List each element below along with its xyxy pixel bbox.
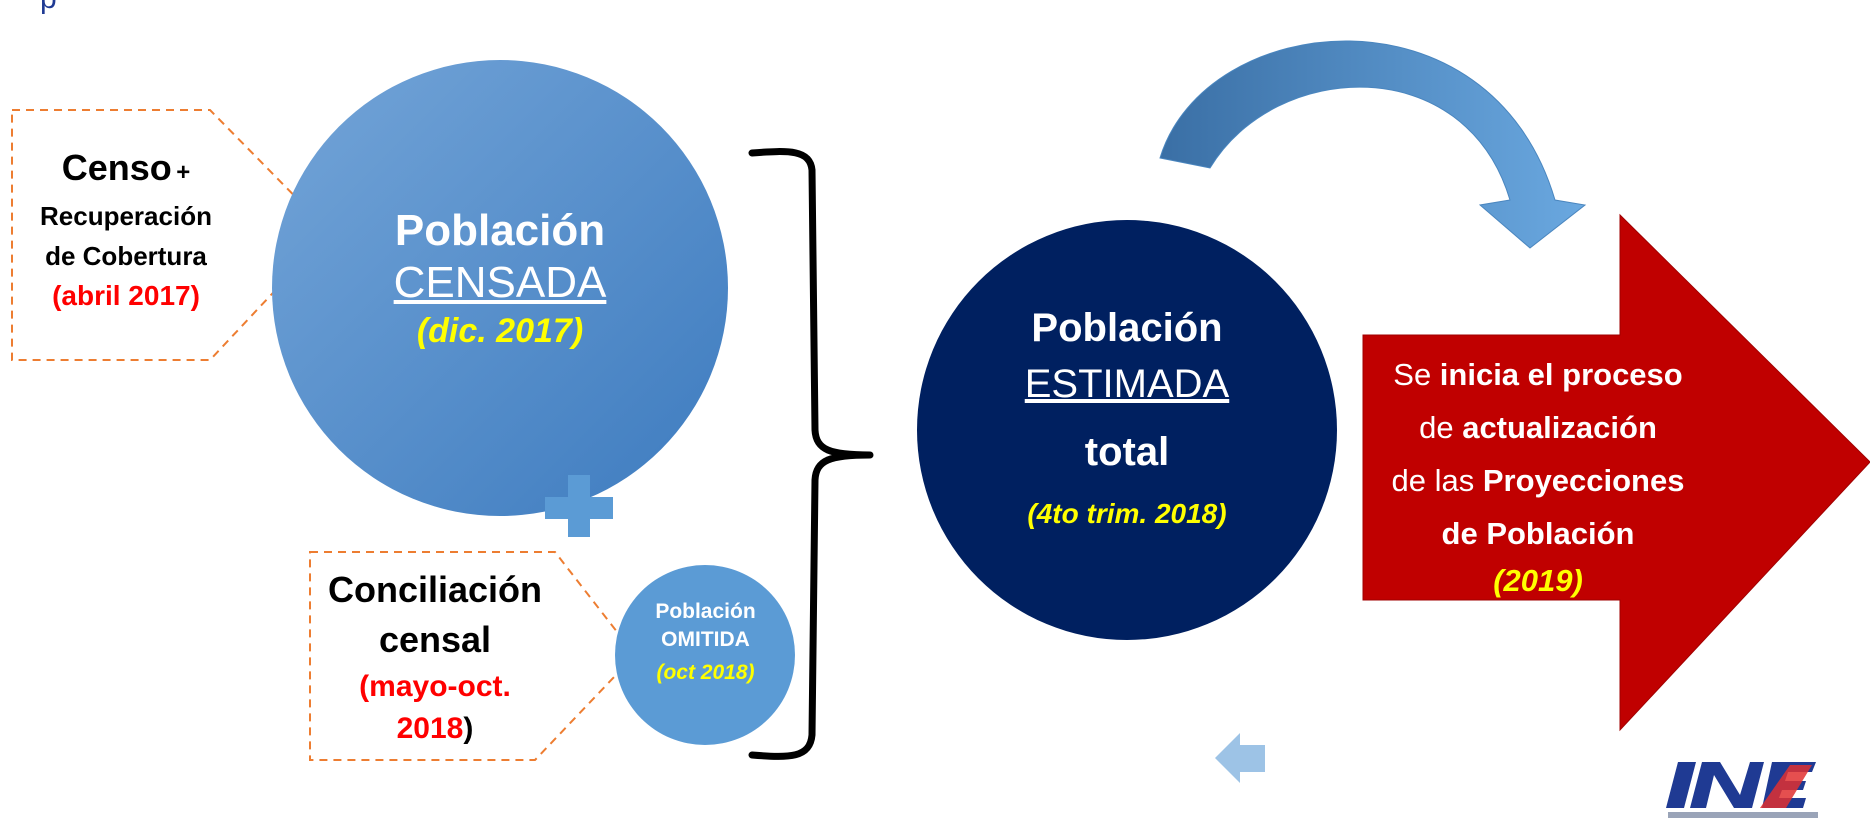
arrow-l5: (2019) bbox=[1493, 563, 1583, 598]
arrow-l1a: Se bbox=[1393, 357, 1440, 392]
estimada-line1: Población bbox=[1031, 306, 1223, 350]
estimada-text: Población ESTIMADA total (4to trim. 2018… bbox=[957, 300, 1297, 536]
conciliacion-paren: ) bbox=[463, 712, 474, 745]
censada-text: Población CENSADA (dic. 2017) bbox=[320, 205, 680, 353]
censada-line2: CENSADA bbox=[393, 258, 607, 307]
arrow-l2a: de bbox=[1419, 410, 1463, 445]
estimada-circle bbox=[917, 220, 1337, 640]
arrow-l3a: de las bbox=[1391, 463, 1483, 498]
arrow-l1b: inicia el proceso bbox=[1439, 357, 1683, 392]
censo-callout-box bbox=[11, 109, 332, 361]
censo-plus: + bbox=[176, 159, 191, 186]
omitida-date: (oct 2018) bbox=[656, 661, 755, 684]
top-text-fragment: p bbox=[40, 0, 57, 16]
censada-line1: Población bbox=[394, 206, 606, 255]
omitida-line2: OMITIDA bbox=[661, 628, 750, 651]
conciliacion-box-text: Conciliación censal (mayo-oct. 2018) bbox=[320, 565, 550, 749]
conciliacion-year: 2018 bbox=[396, 712, 464, 745]
arrow-l3b: Proyecciones bbox=[1482, 463, 1685, 498]
curly-brace bbox=[748, 148, 874, 760]
plus-icon bbox=[545, 475, 613, 537]
arrow-l2b: actualización bbox=[1462, 410, 1657, 445]
ine-logo bbox=[1666, 762, 1818, 818]
conciliacion-callout-box bbox=[309, 551, 637, 761]
omitida-circle bbox=[615, 565, 795, 745]
censo-line3: de Cobertura bbox=[45, 241, 207, 271]
back-arrow-icon bbox=[1215, 733, 1265, 783]
censada-circle bbox=[272, 60, 728, 516]
censo-line2: Recuperación bbox=[40, 201, 212, 231]
estimada-date: (4to trim. 2018) bbox=[1027, 498, 1227, 529]
omitida-line1: Población bbox=[655, 600, 756, 623]
arrow-l4: de Población bbox=[1441, 516, 1635, 551]
curved-arrow-icon bbox=[1159, 40, 1587, 249]
estimada-line2: ESTIMADA bbox=[1024, 362, 1230, 406]
arrow-text: Se inicia el proceso de actualización de… bbox=[1363, 348, 1713, 602]
conciliacion-line2: censal bbox=[378, 619, 492, 660]
censada-date: (dic. 2017) bbox=[416, 312, 584, 350]
estimada-line3: total bbox=[1084, 430, 1170, 474]
conciliacion-line1: Conciliación bbox=[327, 569, 543, 610]
omitida-text: Población OMITIDA (oct 2018) bbox=[618, 598, 793, 692]
censo-label: Censo bbox=[61, 147, 172, 188]
censo-date: (abril 2017) bbox=[52, 280, 200, 311]
censo-box-text: Censo + Recuperación de Cobertura (abril… bbox=[22, 148, 230, 316]
conciliacion-line3: (mayo-oct. bbox=[359, 670, 511, 703]
red-right-arrow bbox=[1362, 213, 1870, 732]
